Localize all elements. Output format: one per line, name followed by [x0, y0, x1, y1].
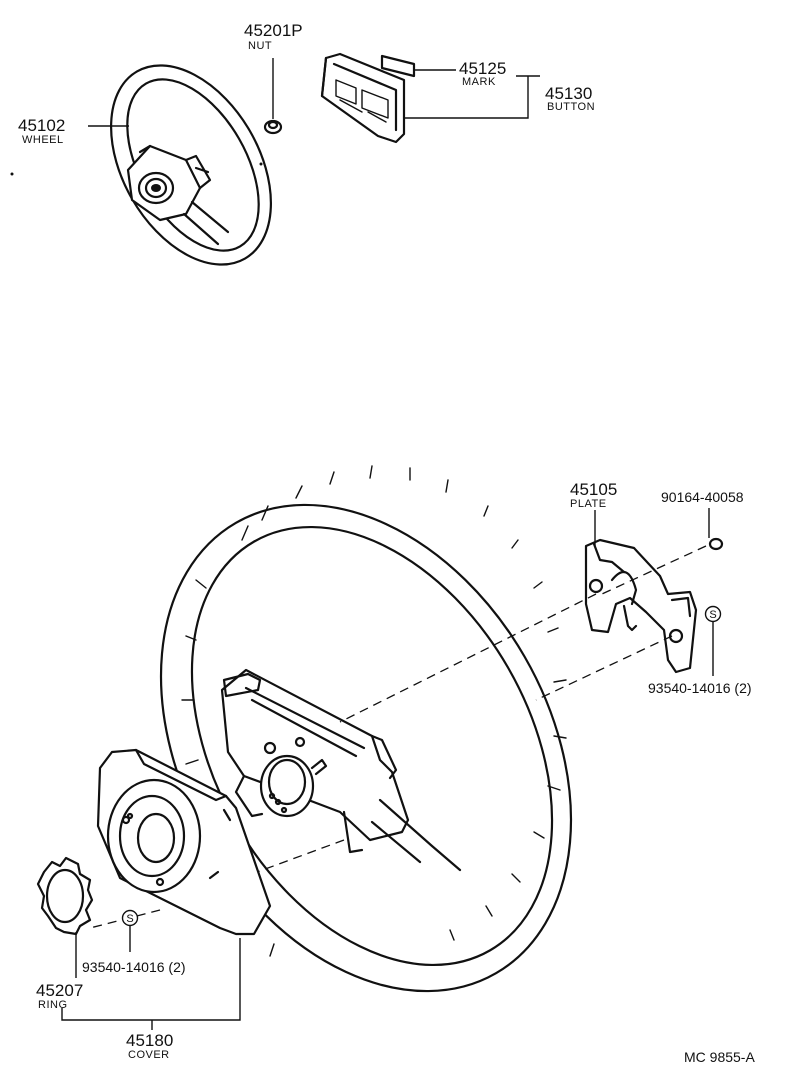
cover-leader — [61, 938, 241, 1021]
upper-steering-wheel-drawing — [10, 64, 272, 266]
screw-symbol-right: S — [704, 605, 722, 676]
cover-alignment-line — [229, 839, 345, 883]
button-drawing — [320, 52, 406, 144]
screw-right-part-number: 93540-14016 (2) — [648, 680, 752, 696]
button-part-number: 45130 — [545, 84, 592, 103]
nut-name: NUT — [248, 40, 272, 52]
plate-alignment-line — [339, 593, 597, 723]
figure-code: MC 9855-A — [684, 1049, 755, 1065]
mark-drawing — [380, 54, 416, 78]
cover-part-number: 45180 — [126, 1031, 173, 1050]
button-leader — [404, 76, 529, 119]
ring-name: RING — [38, 999, 68, 1011]
screw-symbol-left-label: S — [126, 913, 133, 925]
screw-left-part-number: 93540-14016 (2) — [82, 959, 186, 975]
cover-name: COVER — [128, 1049, 170, 1061]
nut-drawing — [263, 58, 283, 135]
plate-drawing — [584, 538, 698, 674]
screw-alignment-line — [535, 635, 673, 701]
screw-symbol-right-label: S — [709, 609, 716, 621]
plate-name: PLATE — [570, 498, 607, 510]
bolt-part-number: 90164-40058 — [661, 489, 744, 505]
mark-name: MARK — [462, 76, 496, 88]
wheel-name: WHEEL — [22, 134, 64, 146]
button-name: BUTTON — [547, 101, 595, 113]
ring-drawing — [36, 856, 94, 978]
lower-steering-wheel-drawing — [159, 465, 573, 993]
bolt-drawing — [708, 508, 724, 551]
nut-part-number: 45201P — [244, 21, 303, 40]
screw-symbol-left: S — [121, 909, 139, 952]
cover-drawing — [96, 748, 272, 936]
wheel-part-number: 45102 — [18, 116, 65, 135]
plate-part-number: 45105 — [570, 480, 617, 499]
bolt-alignment-line — [601, 545, 707, 595]
ring-part-number: 45207 — [36, 981, 83, 1000]
mark-part-number: 45125 — [459, 59, 506, 78]
